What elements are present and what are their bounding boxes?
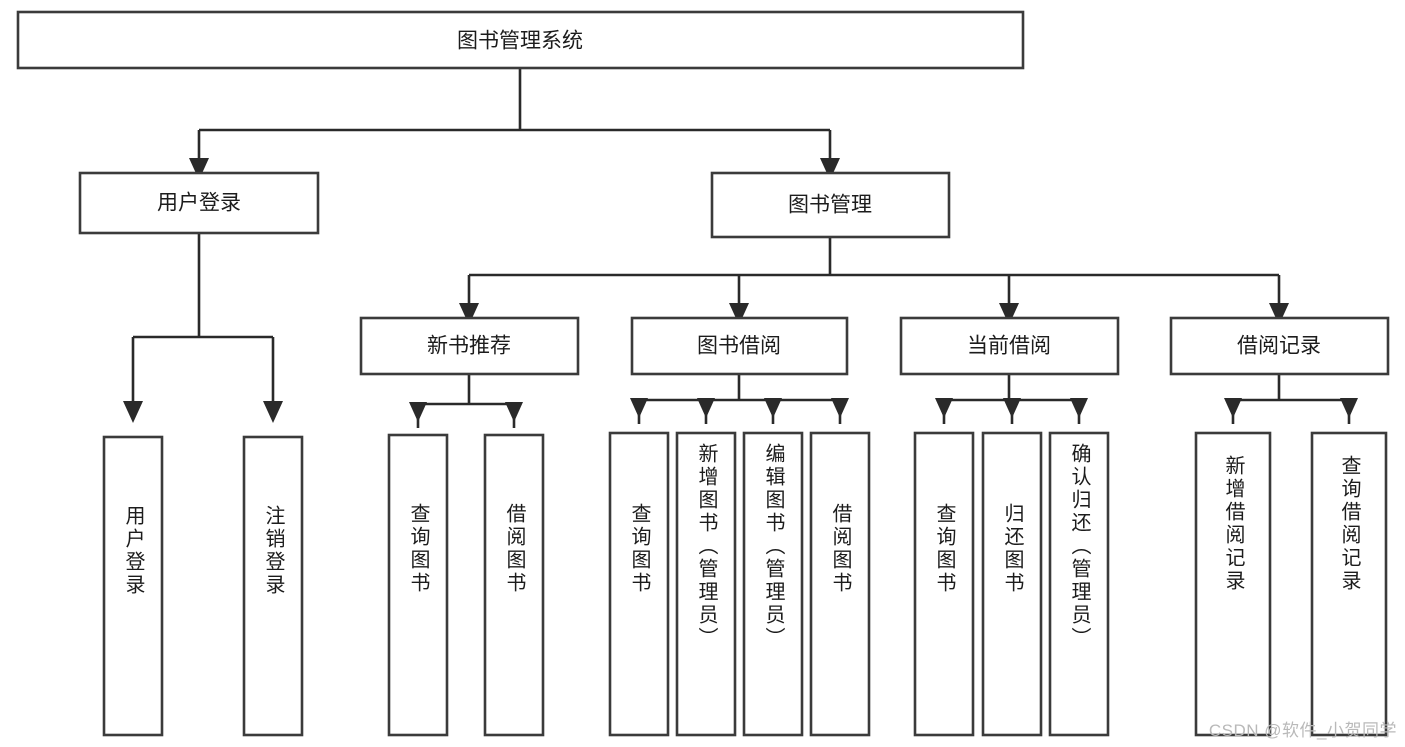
- arrowhead-leaf-query-book-2: [630, 398, 648, 418]
- node-leaf-user-login-label: 用户登录: [122, 505, 145, 597]
- arrowhead-leaf-query-record: [1340, 398, 1358, 418]
- node-leaf-borrow-book-2-box[interactable]: [809, 431, 871, 737]
- node-leaf-query-book-1-label: 查询图书: [407, 503, 430, 595]
- node-current-borrow-label: 当前借阅: [967, 335, 1051, 358]
- node-leaf-confirm-return-label: 确认归还（管理员）: [1068, 443, 1091, 650]
- node-book-borrow-label: 图书借阅: [697, 335, 781, 358]
- node-current-borrow-box[interactable]: [899, 316, 1120, 376]
- node-leaf-borrow-book-1-box[interactable]: [483, 433, 545, 737]
- arrowhead-leaf-borrow-book-1: [505, 402, 523, 422]
- link-bookmanage-to-bus: [467, 237, 1279, 305]
- arrowhead-leaf-return-book: [1003, 398, 1021, 418]
- node-leaf-query-book-2-label: 查询图书: [628, 503, 651, 595]
- node-user-login-label: 用户登录: [157, 192, 241, 215]
- csdn-watermark: CSDN @软件_小贺同学: [1208, 721, 1397, 740]
- node-leaf-add-record-label: 新增借阅记录: [1222, 455, 1245, 593]
- link-recommend-to-bus: [416, 374, 514, 428]
- node-leaf-return-book-label: 归还图书: [1001, 503, 1024, 595]
- node-leaf-add-book-box[interactable]: [675, 431, 737, 737]
- node-new-book-recommend-box[interactable]: [359, 316, 580, 376]
- node-book-manage-box[interactable]: [710, 171, 951, 239]
- arrowhead-leaf-edit-book: [764, 398, 782, 418]
- node-leaf-return-book[interactable]: 归还图书: [981, 431, 1043, 737]
- node-leaf-return-book-box[interactable]: [981, 431, 1043, 737]
- arrowhead-leaf-query-book-3: [935, 398, 953, 418]
- node-new-book-recommend-label: 新书推荐: [427, 335, 511, 358]
- link-userlogin-to-bus: [131, 233, 273, 403]
- node-current-borrow[interactable]: 当前借阅: [899, 316, 1120, 376]
- node-leaf-query-book-1[interactable]: 查询图书: [387, 433, 449, 737]
- node-leaf-user-login[interactable]: 用户登录: [102, 435, 164, 737]
- node-user-login[interactable]: 用户登录: [78, 171, 320, 235]
- node-leaf-query-book-3-label: 查询图书: [933, 503, 956, 595]
- node-leaf-query-book-1-box[interactable]: [387, 433, 449, 737]
- node-root[interactable]: 图书管理系统: [16, 10, 1025, 70]
- node-leaf-logout-login-label: 注销登录: [262, 505, 285, 597]
- node-user-login-box[interactable]: [78, 171, 320, 235]
- arrowhead-book-borrow: [729, 303, 749, 325]
- node-borrow-record-label: 借阅记录: [1237, 335, 1321, 358]
- node-new-book-recommend[interactable]: 新书推荐: [359, 316, 580, 376]
- arrowhead-leaf-user-login: [123, 401, 143, 423]
- node-leaf-edit-book-box[interactable]: [742, 431, 804, 737]
- node-leaf-query-record[interactable]: 查询借阅记录: [1310, 431, 1388, 737]
- node-leaf-borrow-book-1[interactable]: 借阅图书: [483, 433, 545, 737]
- node-leaf-confirm-return-box[interactable]: [1048, 431, 1110, 737]
- arrowhead-leaf-add-book: [697, 398, 715, 418]
- node-leaf-query-book-3-box[interactable]: [913, 431, 975, 737]
- node-book-manage-label: 图书管理: [788, 194, 872, 217]
- arrowhead-recommend: [459, 303, 479, 325]
- arrowhead-layer: [123, 158, 1358, 423]
- node-leaf-logout-login-box[interactable]: [242, 435, 304, 737]
- node-book-borrow-box[interactable]: [630, 316, 849, 376]
- node-leaf-confirm-return[interactable]: 确认归还（管理员）: [1048, 431, 1110, 737]
- link-record-to-bus: [1231, 374, 1349, 424]
- arrowhead-leaf-add-record: [1224, 398, 1242, 418]
- node-leaf-borrow-book-2-label: 借阅图书: [829, 503, 852, 595]
- node-root-box[interactable]: [16, 10, 1025, 70]
- node-leaf-logout-login[interactable]: 注销登录: [242, 435, 304, 737]
- arrowhead-leaf-logout-login: [263, 401, 283, 423]
- node-leaf-edit-book-label: 编辑图书（管理员）: [762, 443, 785, 650]
- arrowhead-current-borrow: [999, 303, 1019, 325]
- node-book-manage[interactable]: 图书管理: [710, 171, 951, 239]
- node-leaf-edit-book[interactable]: 编辑图书（管理员）: [742, 431, 804, 737]
- node-leaf-query-record-box[interactable]: [1310, 431, 1388, 737]
- arrowhead-borrow-record: [1269, 303, 1289, 325]
- arrowhead-user-login: [189, 158, 209, 180]
- arrowhead-leaf-borrow-book-2: [831, 398, 849, 418]
- node-leaf-borrow-book-2[interactable]: 借阅图书: [809, 431, 871, 737]
- node-leaf-user-login-box[interactable]: [102, 435, 164, 737]
- node-root-label: 图书管理系统: [457, 30, 583, 53]
- node-leaf-add-record-box[interactable]: [1194, 431, 1272, 737]
- link-borrow-to-bus: [637, 374, 840, 424]
- node-leaf-add-record[interactable]: 新增借阅记录: [1194, 431, 1272, 737]
- arrowhead-leaf-query-book-1: [409, 402, 427, 422]
- arrowhead-book-manage: [820, 158, 840, 180]
- node-leaf-query-book-2[interactable]: 查询图书: [608, 431, 670, 737]
- node-leaf-borrow-book-1-label: 借阅图书: [503, 503, 526, 595]
- node-leaf-query-record-label: 查询借阅记录: [1338, 455, 1361, 593]
- node-leaf-query-book-2-box[interactable]: [608, 431, 670, 737]
- node-leaf-add-book[interactable]: 新增图书（管理员）: [675, 431, 737, 737]
- connector-layer: [131, 68, 1351, 428]
- link-root-to-bus: [197, 68, 830, 160]
- node-borrow-record-box[interactable]: [1169, 316, 1390, 376]
- node-book-borrow[interactable]: 图书借阅: [630, 316, 849, 376]
- arrowhead-leaf-confirm-return: [1070, 398, 1088, 418]
- node-leaf-add-book-label: 新增图书（管理员）: [695, 443, 718, 650]
- node-leaf-query-book-3[interactable]: 查询图书: [913, 431, 975, 737]
- node-borrow-record[interactable]: 借阅记录: [1169, 316, 1390, 376]
